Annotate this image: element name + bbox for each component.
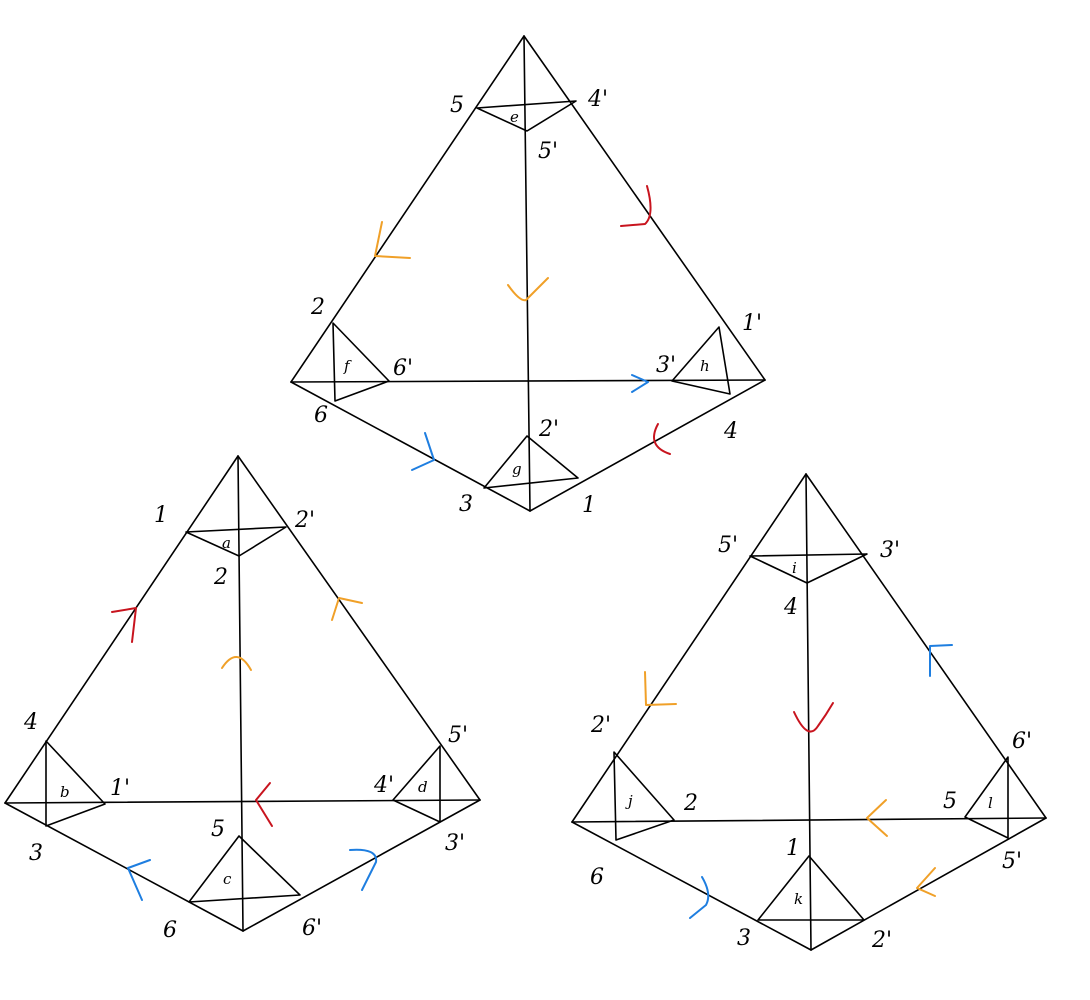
vertex-label: 6' bbox=[1012, 729, 1032, 754]
orange-arrow bbox=[507, 277, 549, 302]
triangle-label: a bbox=[222, 534, 231, 552]
vertex-label: 5' bbox=[448, 723, 468, 748]
orange-arrow bbox=[644, 671, 677, 706]
small-triangle bbox=[392, 745, 441, 823]
triangle-label: i bbox=[792, 559, 797, 577]
vertex-label: 4' bbox=[373, 773, 394, 798]
red-arrow bbox=[255, 782, 273, 827]
edge bbox=[805, 473, 812, 951]
edge bbox=[237, 455, 244, 932]
blue-arrow bbox=[689, 876, 710, 919]
orange-arrow bbox=[374, 221, 411, 259]
vertex-label: 1 bbox=[154, 503, 168, 528]
edge bbox=[805, 473, 1047, 819]
edge bbox=[4, 455, 239, 804]
vertex-label: 1' bbox=[110, 776, 130, 801]
small-triangle bbox=[671, 326, 731, 395]
orange-arrow bbox=[331, 597, 363, 621]
blue-arrow bbox=[631, 374, 649, 393]
edge bbox=[571, 473, 807, 823]
small-triangle bbox=[749, 553, 868, 584]
vertex-label: 3' bbox=[445, 831, 465, 856]
vertex-label: 3' bbox=[880, 538, 900, 563]
vertex-label: 3 bbox=[737, 926, 751, 951]
edge bbox=[529, 379, 766, 512]
triangle-label: h bbox=[700, 357, 710, 375]
vertex-label: 2' bbox=[590, 713, 611, 738]
orange-arrow bbox=[221, 656, 252, 671]
vertex-label: 6 bbox=[163, 918, 177, 943]
small-triangle bbox=[188, 835, 301, 903]
edge bbox=[523, 35, 766, 381]
vertex-label: 2 bbox=[310, 295, 325, 320]
small-triangle bbox=[613, 751, 675, 841]
vertex-label: 3 bbox=[459, 492, 473, 517]
triangle-label: e bbox=[510, 108, 519, 126]
vertex-label: 4 bbox=[723, 419, 738, 444]
triangle-label: g bbox=[512, 460, 522, 478]
edge bbox=[4, 802, 244, 932]
red-arrow bbox=[620, 185, 652, 227]
vertex-label: 1 bbox=[786, 836, 800, 861]
vertex-label: 2' bbox=[871, 928, 892, 953]
small-triangle bbox=[185, 526, 287, 557]
edge bbox=[237, 455, 481, 801]
blue-arrow bbox=[929, 644, 953, 677]
triangle-label: j bbox=[625, 792, 633, 810]
vertex-label: 1' bbox=[742, 311, 762, 336]
triangle-label: d bbox=[418, 778, 428, 796]
vertex-label: 5 bbox=[211, 817, 225, 842]
orange-arrow bbox=[916, 867, 936, 897]
edge bbox=[571, 821, 812, 951]
edge bbox=[4, 799, 481, 804]
vertex-label: 6' bbox=[302, 916, 322, 941]
vertex-label: 2' bbox=[294, 508, 315, 533]
edge bbox=[242, 799, 481, 932]
vertex-label: 4 bbox=[23, 710, 38, 735]
blue-arrow bbox=[349, 848, 378, 891]
edge bbox=[523, 35, 531, 512]
blue-arrow bbox=[411, 432, 435, 471]
diagram-top: e f g h 5 4' 5' 2 6' 3' 1' 6 2' 4 3 1 bbox=[290, 35, 766, 518]
small-triangle bbox=[483, 435, 579, 489]
vertex-label: 6' bbox=[393, 356, 413, 381]
small-triangle bbox=[964, 756, 1009, 839]
vertex-label: 2' bbox=[538, 417, 559, 442]
triangle-label: l bbox=[988, 794, 993, 812]
triangle-label: f bbox=[343, 357, 352, 375]
vertex-label: 6 bbox=[590, 865, 604, 890]
vertex-label: 4' bbox=[587, 87, 608, 112]
small-triangle bbox=[476, 100, 577, 132]
red-arrow bbox=[111, 607, 137, 643]
orange-arrow bbox=[866, 799, 888, 837]
vertex-label: 1 bbox=[582, 493, 596, 518]
triangle-label: c bbox=[223, 870, 232, 888]
blue-arrow bbox=[127, 859, 151, 901]
edge bbox=[810, 817, 1047, 951]
vertex-label: 2 bbox=[683, 791, 698, 816]
edge bbox=[290, 381, 531, 512]
vertex-label: 5' bbox=[718, 533, 738, 558]
triangle-label: b bbox=[60, 783, 70, 801]
small-triangle bbox=[332, 322, 390, 402]
triangle-label: k bbox=[794, 890, 803, 908]
vertex-label: 5' bbox=[538, 139, 558, 164]
diagram-bottom-right: i j k l 5' 3' 4 2' 6' 2 5 6 1 5' 3 2' bbox=[571, 473, 1047, 953]
red-arrow bbox=[793, 702, 834, 733]
vertex-label: 3' bbox=[656, 353, 676, 378]
vertex-label: 2 bbox=[213, 565, 228, 590]
red-arrow bbox=[653, 423, 671, 455]
diagram-bottom-left: a b c d 1 2' 2 4 1' 4' 5' 3 5 3' 6 6' bbox=[4, 455, 481, 943]
edge bbox=[290, 35, 525, 383]
vertex-label: 5 bbox=[450, 93, 464, 118]
vertex-label: 5' bbox=[1002, 849, 1022, 874]
vertex-label: 3 bbox=[29, 841, 43, 866]
vertex-label: 4 bbox=[783, 595, 798, 620]
small-triangle bbox=[757, 855, 865, 921]
vertex-label: 6 bbox=[314, 403, 328, 428]
small-triangle bbox=[45, 740, 106, 827]
vertex-label: 5 bbox=[943, 789, 957, 814]
